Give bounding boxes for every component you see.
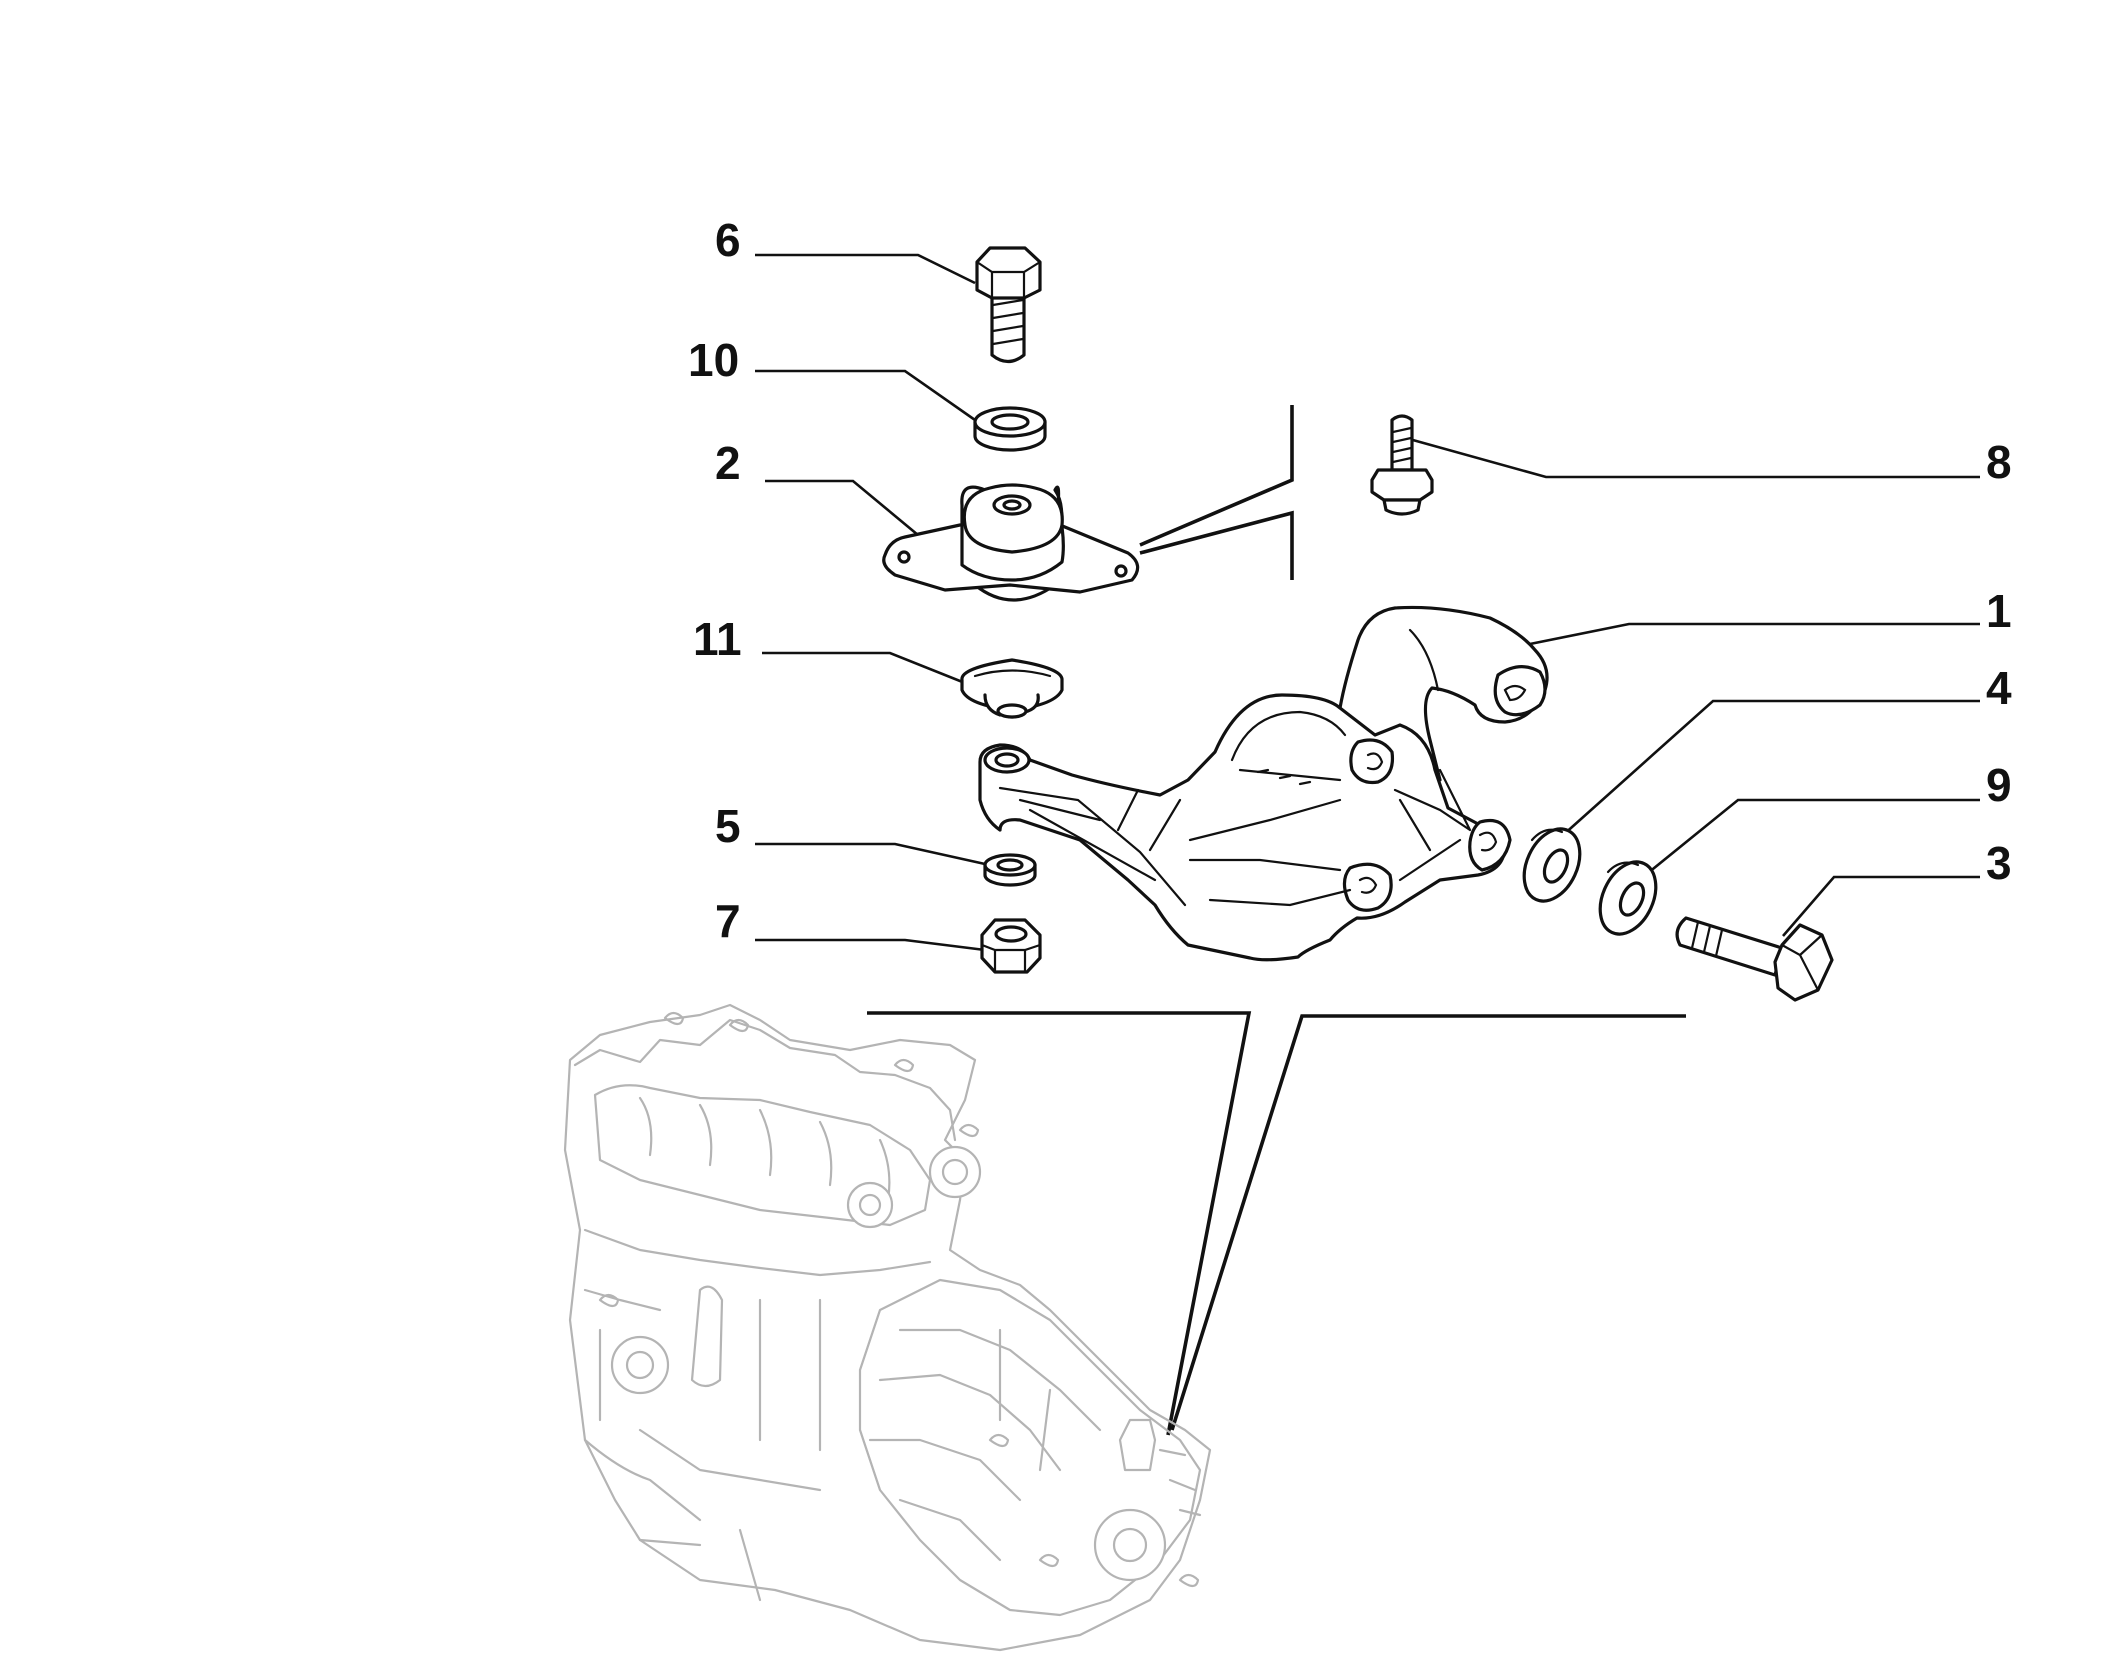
part-9-washer [1598,860,1658,936]
bracket-boss-left-hole [994,752,1020,768]
engine-pulley-lower [610,1335,670,1395]
bracket-arm-end [1493,665,1547,717]
engine-pulley-upper [928,1145,982,1199]
leader-line-9 [1642,798,1980,879]
leader-line-1 [1524,622,1980,647]
bolt-shank [1675,916,1784,977]
bracket-boss-bottom [1342,862,1393,912]
callout-label-1: 1 [1986,585,2012,637]
bracket-arm-end-hole [1503,684,1527,702]
engine-gearbox-ribs [868,1328,1102,1562]
leader-lines [755,253,1980,952]
reference-lines [867,405,1686,1436]
part-8-flange-bolt [1370,414,1434,516]
mount-rubber-dome [962,483,1064,554]
leader-line-5 [755,842,986,866]
engine-pulley-mid [846,1181,894,1229]
part-1-bracket [978,605,1549,962]
leader-line-2 [765,479,919,536]
mount-hole-left [897,550,911,564]
engine-gearbox-output-hub [1112,1527,1148,1563]
engine-pulley-upper-hub [941,1158,969,1186]
washer-edge [1606,861,1640,874]
washer-hole [996,858,1024,872]
part-10-washer [973,406,1047,452]
bolt-head-edge [1780,933,1824,992]
engine-block-details [583,1228,932,1602]
engine-gearbox-illustration [563,1003,1212,1652]
callout-label-6: 6 [715,214,741,266]
nut-edges [980,943,1042,974]
washer-edge [1530,828,1564,842]
bracket-dashes [1256,768,1312,786]
washer-hole [1542,848,1570,884]
callout-label-3: 3 [1986,837,2012,889]
bracket-web-lines [998,710,1472,907]
mount-reference-line-lower [1139,510,1294,580]
part-6-bolt [975,246,1042,364]
bracket-boss-right-hole [1478,831,1498,852]
cup-washer-rim [973,669,1052,678]
callout-label-9: 9 [1986,759,2012,811]
bracket-boss-mid [1349,738,1395,785]
flange-bolt-flange [1382,498,1422,516]
callout-labels: 6 10 2 11 5 7 8 1 4 9 3 [688,214,2012,947]
flange-bolt-thread [1391,426,1413,464]
callout-label-5: 5 [715,800,741,852]
washer-hole [1618,881,1646,917]
bracket-boss-mid-hole [1366,752,1384,771]
engine-camshaft-cover [593,1084,932,1227]
mount-stud-hole [1002,499,1022,511]
leader-line-4 [1561,699,1980,837]
flange-bolt-head [1370,468,1434,502]
bolt-thread [991,298,1025,346]
engine-reference-line-right [1170,1014,1686,1431]
cup-washer-hole [996,703,1028,719]
callout-label-2: 2 [715,437,741,489]
part-11-cup-washer [960,658,1064,719]
leader-line-8 [1401,435,1980,479]
engine-pulley-lower-hub [625,1350,655,1380]
leader-line-11 [762,651,966,685]
leader-line-3 [1782,875,1980,937]
mount-hole-right [1114,564,1128,578]
washer-hole [990,413,1030,431]
nut-hole [994,925,1028,943]
callout-label-10: 10 [688,334,739,386]
engine-gearbox-selector [1118,1418,1202,1517]
bolt-thread [1690,920,1724,958]
mount-reference-line [1139,405,1294,547]
part-3-bolt [1675,916,1834,1002]
callout-label-4: 4 [1986,662,2012,714]
engine-outline [563,1003,1212,1652]
engine-bolts-detail [598,1011,1200,1588]
bracket-boss-right [1468,818,1512,872]
leader-line-6 [755,253,976,285]
leader-line-10 [755,369,976,422]
callout-label-11: 11 [693,613,742,665]
engine-cam-lobes [638,1096,891,1202]
engine-cylinder-head [573,1018,957,1142]
part-4-washer [1522,827,1582,903]
bracket-boss-bottom-hole [1358,876,1378,894]
part-2-rubber-mount [882,483,1140,602]
part-5-washer [983,853,1037,887]
bracket-arm-ridge [1408,628,1440,692]
leader-line-7 [755,938,986,952]
part-7-nut [980,918,1042,974]
callout-label-7: 7 [715,895,741,947]
bolt-head-edge [975,260,1042,300]
callout-label-8: 8 [1986,436,2012,488]
engine-reference-line-left [867,1011,1252,1436]
engine-pulley-mid-hub [858,1193,882,1217]
engine-gearbox-output [1093,1508,1167,1582]
